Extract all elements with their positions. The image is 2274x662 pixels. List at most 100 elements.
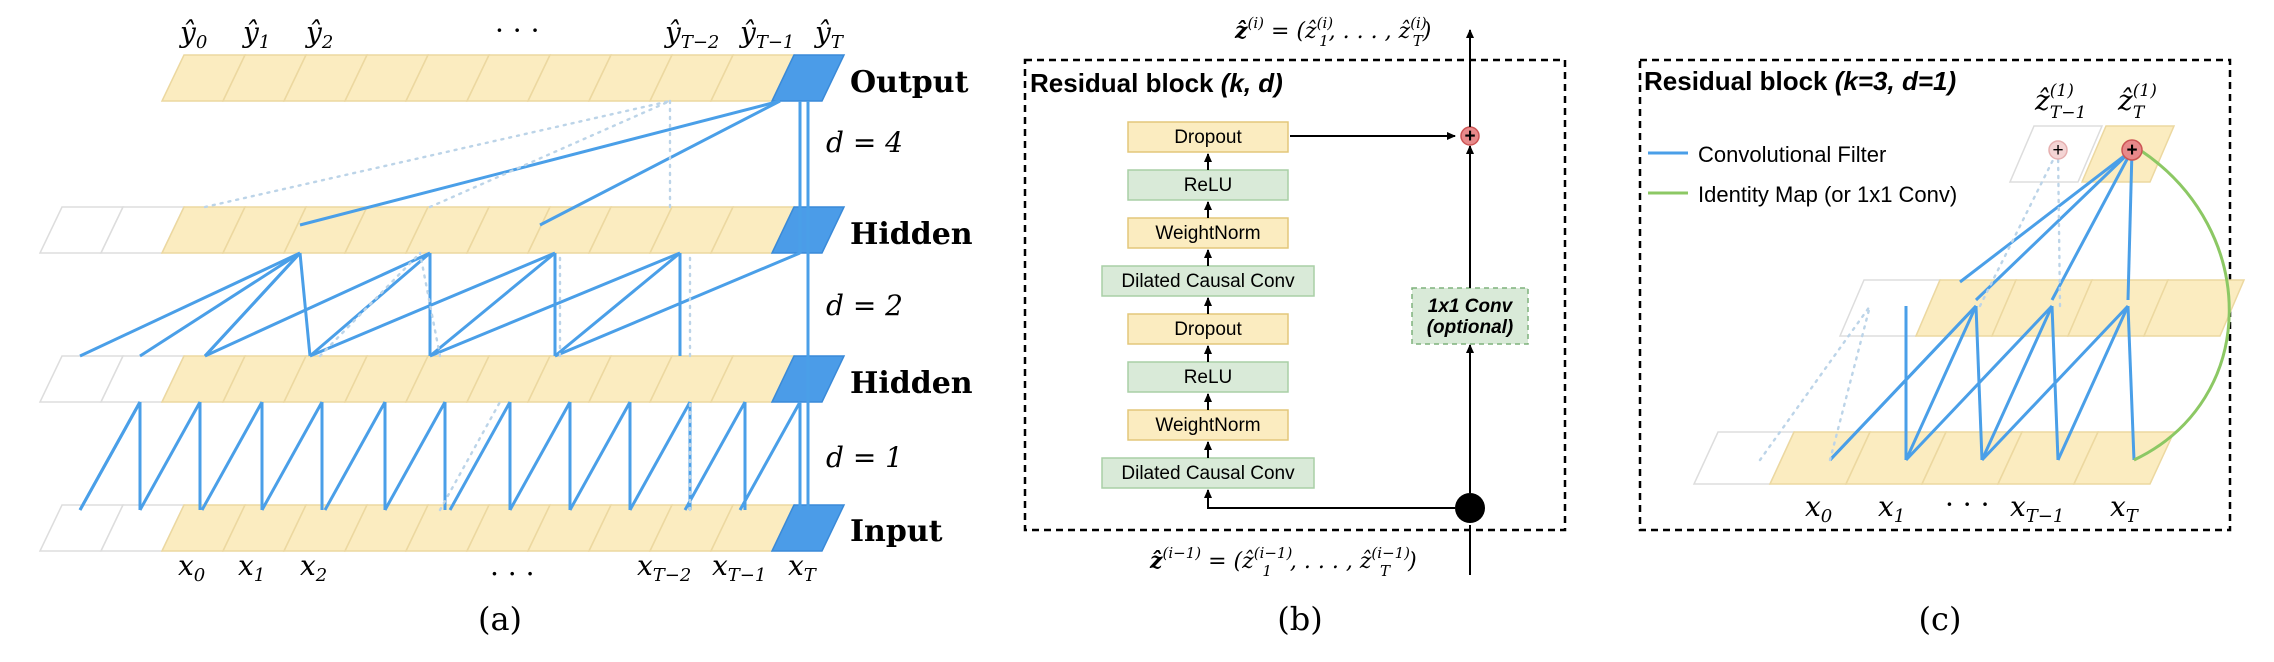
d4-line [539,99,781,227]
conv-filter-line [2056,305,2130,461]
label-y0: ŷ0 [178,16,207,53]
layer-label-relu-top: ReLU [1184,175,1233,196]
caption-a: (a) [478,600,522,638]
layer-dropout-top [1127,121,1289,153]
optional-1x1-label: 1x1 Conv [1428,296,1514,317]
d4-line [299,99,781,227]
inactive-line [1758,304,1872,462]
row-label-hidden-mid: Hidden [850,366,973,401]
identity-map-curve [2133,148,2231,462]
layer-label-relu-bottom: ReLU [1184,367,1233,388]
conv-filter-line [1959,148,2133,284]
dilation-d1: d = 1 [826,441,903,474]
panel-b: Residual block (k, d) ẑ(i) = (ẑ(i)1, . .… [1023,14,1567,638]
inactive-line [418,251,442,358]
inactive-line [2056,148,2062,308]
conv-filter-line [1904,305,1978,461]
add-node-c [2121,139,2143,161]
label-yT1: ŷT−1 [738,16,794,53]
conv-filter-line [2050,149,2134,301]
skip-to-conv-arrow [1204,489,1455,509]
d2-line [139,251,301,358]
panel-c: Residual block (k=3, d=1) Convolutional … [1638,58,2246,638]
label-x2: x2 [300,549,327,586]
d1-left-line [448,401,512,511]
label-x0: x0 [178,549,205,586]
d1-left-line [683,401,747,511]
add-sign-c: + [2126,140,2137,161]
inactive-line [318,251,422,358]
d1-ghost-line [78,401,142,511]
add-sign-b: + [1464,126,1475,147]
input-last-cell [770,504,846,552]
label-xT1: xT−1 [712,549,766,586]
split-node [1455,493,1485,523]
layer-label-weightnorm-bottom: WeightNorm [1155,415,1260,436]
d2-line [309,251,556,358]
layer-dropout-bottom [1127,313,1289,345]
conv-filter-line [1828,304,1978,462]
conv-filter-line [1904,304,2054,462]
label-yT2: ŷT−2 [663,16,719,53]
residual-block-frame-c [1638,58,2232,532]
d1-left-line [738,401,802,511]
panel-b-top-label: ẑ(i) = (ẑ(i)1, . . . , ẑ(i)T) [1234,14,1431,50]
layer-label-conv-bottom: Dilated Causal Conv [1121,463,1295,484]
inactive-line [1828,304,1872,462]
dilation-d2: d = 2 [826,289,903,322]
legend-identity-label: Identity Map (or 1x1 Conv) [1698,182,1957,207]
layer-label-dropout-bottom: Dropout [1174,319,1242,340]
d2-vert-line [203,251,302,358]
output-last-cell [770,54,846,102]
optional-label: (optional) [1427,317,1514,338]
layer-relu-bottom [1127,361,1289,393]
hidden-cell [2142,279,2246,337]
panel-c-title: Residual block (k=3, d=1) [1644,66,1956,96]
d1-left-line [323,401,387,511]
row-label-input: Input [850,514,943,549]
label-dots-bottom: . . . [490,549,535,582]
layer-label-weightnorm-top: WeightNorm [1155,223,1260,244]
d1-left-line [138,401,202,511]
d2-line [429,251,556,358]
d1-left-line [508,401,572,511]
d2-line [554,251,681,358]
d1-left-line [200,401,264,511]
conv-filter-line [2126,305,2136,461]
d2-vert-line [298,252,312,357]
label-y2: ŷ2 [304,16,333,53]
add-sign-ghost: + [2052,140,2063,161]
label-dots-top: · · · [495,14,540,47]
label-c-x0: x0 [1805,490,1832,527]
label-zT: ẑ(1)T [2117,81,2157,123]
caption-c: (c) [1919,600,1962,638]
d1-left-line [383,401,447,511]
panel-b-bottom-label: ẑ(i−1) = (ẑ(i−1)1, . . . , ẑ(i−1)T) [1149,544,1417,580]
label-c-xT: xT [2110,490,2140,527]
inactive-line [1978,148,2060,308]
label-x1: x1 [238,549,265,586]
inactive-line [428,99,672,209]
panel-b-title: Residual block (k, d) [1030,68,1283,98]
d2-line [204,251,431,358]
label-y1: ŷ1 [241,16,270,53]
label-zT1: ẑ(1)T−1 [2034,81,2086,123]
d2-line [554,251,801,358]
layer-label-conv-top: Dilated Causal Conv [1121,271,1295,292]
legend-conv-label: Convolutional Filter [1698,142,1886,167]
conv-filter-line [1980,305,2054,461]
d1-left-line [568,401,632,511]
add-node-ghost [2048,140,2068,160]
d1-left-line [260,401,324,511]
label-c-x1: x1 [1878,490,1905,527]
residual-block-frame-b [1023,58,1567,532]
conv-filter-line [2126,149,2134,301]
d2-line [79,251,301,358]
conv-filter-line [1980,304,2130,462]
label-c-dots: · · · [1945,488,1990,521]
dilation-d4: d = 4 [826,126,903,159]
inactive-line [203,99,672,209]
label-xT: xT [788,549,818,586]
inactive-line [438,400,502,512]
